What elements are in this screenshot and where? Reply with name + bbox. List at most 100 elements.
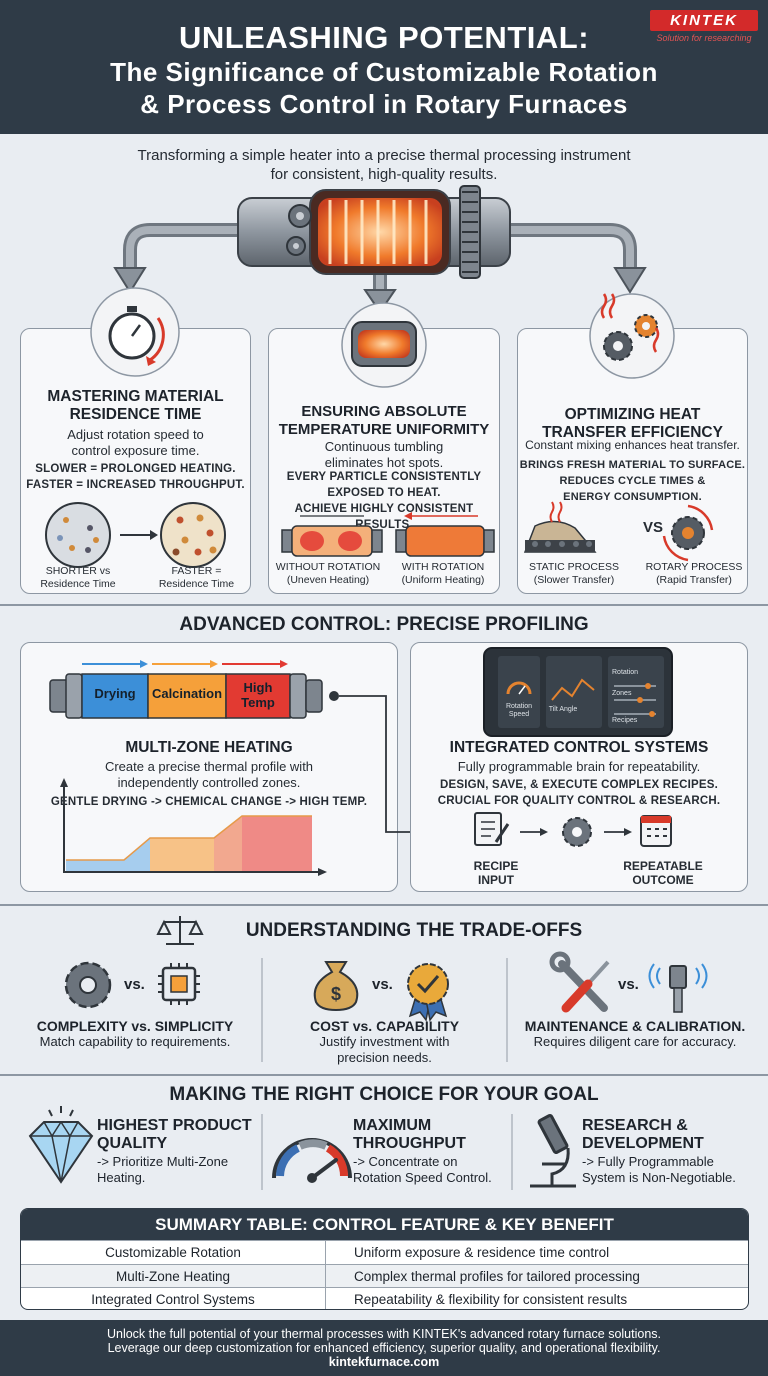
profile-ramp [214, 816, 242, 871]
card-title: MULTI-ZONE HEATING [125, 739, 293, 756]
summary-table: SUMMARY TABLE: CONTROL FEATURE & KEY BEN… [20, 1208, 749, 1310]
card-text: Create a precise thermal profile with in… [21, 759, 397, 791]
tradeoff-complexity: COMPLEXITY vs. SIMPLICITY Match capabili… [8, 1018, 262, 1050]
zone-label-high-temp: High Temp [241, 680, 275, 710]
caption-left: SHORTER vs Residence Time [33, 565, 123, 591]
header: UNLEASHING POTENTIAL: The Significance o… [0, 0, 768, 134]
scales-icon [156, 916, 204, 945]
card-bold-text: EVERY PARTICLE CONSISTENTLY EXPOSED TO H… [269, 469, 499, 533]
caption-left-line-2: Residence Time [40, 578, 116, 590]
card-text: Fully programmable brain for repeatabili… [457, 759, 701, 774]
caption-right-line-1: FASTER = [171, 565, 222, 577]
table-row: Multi-Zone Heating Complex thermal profi… [21, 1263, 748, 1287]
flow-right-line-1: REPEATABLE [623, 859, 703, 873]
card-text-line-1: Create a precise thermal profile with [104, 759, 314, 774]
caption-left: STATIC PROCESS (Slower Transfer) [524, 561, 624, 587]
caption-left-line-1: WITHOUT ROTATION [275, 561, 381, 573]
intro-text: Transforming a simple heater into a prec… [0, 146, 768, 184]
microchip-icon [158, 963, 200, 1005]
summary-table-title: SUMMARY TABLE: CONTROL FEATURE & KEY BEN… [21, 1209, 748, 1240]
zone-calcination [147, 673, 227, 719]
bold-line-1: SLOWER = PROLONGED HEATING. [35, 463, 236, 475]
caption-right-line-1: WITH ROTATION [401, 561, 485, 573]
caption-right-line-1: ROTARY PROCESS [645, 561, 743, 573]
goal-research-heading: RESEARCH & DEVELOPMENT [582, 1117, 704, 1153]
choice-title: MAKING THE RIGHT CHOICE FOR YOUR GOAL [169, 1084, 599, 1105]
table-row: Customizable Rotation Uniform exposure &… [21, 1240, 748, 1264]
flow-right-line-2: OUTCOME [632, 873, 694, 887]
bold-line-1: DESIGN, SAVE, & EXECUTE COMPLEX RECIPES. [439, 779, 719, 791]
rotary-process-icon [662, 504, 714, 562]
subtitle-line-1: The Significance of Customizable Rotatio… [110, 57, 658, 87]
caption-left-line-1: SHORTER vs [45, 565, 111, 577]
card-bold-text: BRINGS FRESH MATERIAL TO SURFACE. REDUCE… [518, 457, 747, 505]
table-cell-benefit: Complex thermal profiles for tailored pr… [354, 1268, 640, 1284]
goal-quality-heading: HIGHEST PRODUCT QUALITY [97, 1117, 252, 1153]
screen-label-tilt-angle: Tilt Angle [548, 706, 578, 713]
card-title: MASTERING MATERIAL RESIDENCE TIME [21, 388, 250, 424]
particle-slow-icon [45, 502, 111, 568]
card-bold-text: GENTLE DRYING -> CHEMICAL CHANGE -> HIGH… [50, 796, 368, 808]
caption-left: WITHOUT ROTATION (Uneven Heating) [273, 561, 383, 587]
tradeoff-title: MAINTENANCE & CALIBRATION. [524, 1018, 746, 1034]
wrench-screwdriver-icon [549, 951, 610, 1013]
tradeoffs-graphics: $ [64, 916, 708, 1062]
uniform-heating-tube-icon [395, 512, 495, 557]
table-row: Integrated Control Systems Repeatability… [21, 1287, 748, 1309]
page-subtitle: The Significance of Customizable Rotatio… [0, 56, 768, 120]
caption-right: ROTARY PROCESS (Rapid Transfer) [642, 561, 746, 587]
card-text: Constant mixing enhances heat transfer. [525, 438, 740, 452]
zone-label-calcination: Calcination [151, 686, 223, 701]
profile-drying [66, 838, 150, 871]
card-title-line-1: ENSURING ABSOLUTE [301, 403, 467, 420]
card-title-line-2: RESIDENCE TIME [69, 406, 202, 423]
table-cell-benefit: Uniform exposure & residence time contro… [354, 1245, 610, 1260]
tradeoff-text: Justify investment with [319, 1034, 450, 1049]
goal-text-line-2: Rotation Speed Control. [353, 1170, 492, 1185]
profile-high-temp [242, 816, 312, 871]
goal-heading-line-1: HIGHEST PRODUCT [97, 1117, 252, 1134]
tradeoffs-title: UNDERSTANDING THE TRADE-OFFS [245, 920, 583, 941]
tradeoff-title: COMPLEXITY vs. SIMPLICITY [36, 1018, 234, 1034]
kintek-logo[interactable]: KINTEK Solution for researching [650, 10, 758, 43]
goal-text-line-1: -> Concentrate on [353, 1154, 458, 1169]
card-title: ENSURING ABSOLUTE TEMPERATURE UNIFORMITY [269, 403, 499, 439]
bold-line-1: EVERY PARTICLE CONSISTENTLY [286, 471, 482, 483]
card-bold-text: SLOWER = PROLONGED HEATING. FASTER = INC… [21, 461, 250, 493]
bold-line-2: FASTER = INCREASED THROUGHPUT. [26, 479, 245, 491]
page-title: UNLEASHING POTENTIAL: [178, 20, 590, 55]
caption-left-line-2: (Uneven Heating) [286, 574, 370, 586]
section-divider [0, 1074, 768, 1076]
card3-graphics [523, 293, 714, 562]
card-text-line-2: independently controlled zones. [117, 775, 301, 790]
profile-calcination [150, 838, 214, 871]
card-title: OPTIMIZING HEAT TRANSFER EFFICIENCY [518, 406, 747, 442]
card-title-line-1: MASTERING MATERIAL [47, 388, 224, 405]
card-title-line-1: OPTIMIZING HEAT [564, 406, 701, 423]
static-process-icon [523, 501, 597, 553]
caption-right: FASTER = Residence Time [149, 565, 244, 591]
goal-text-line-2: System is Non-Negotiable. [582, 1170, 736, 1185]
control-panel-graphics [474, 647, 673, 847]
zone-label-drying: Drying [94, 686, 136, 701]
table-cell-feature: Multi-Zone Heating [21, 1264, 326, 1287]
tradeoff-title: COST vs. CAPABILITY [309, 1018, 460, 1034]
dollar-sign: $ [331, 984, 341, 1004]
footer-website-link[interactable]: kintekfurnace.com [328, 1355, 440, 1369]
hero-furnace-graphic [113, 185, 647, 314]
card-title: INTEGRATED CONTROL SYSTEMS [449, 739, 709, 756]
table-cell-feature: Integrated Control Systems [21, 1288, 326, 1309]
arrow-right-icon [613, 267, 647, 294]
vs-label: vs. [372, 976, 393, 993]
tradeoff-text-2: precision needs. [337, 1050, 432, 1065]
caption-right-line-2: (Uniform Heating) [401, 574, 485, 586]
card-text: Adjust rotation speed to control exposur… [21, 427, 250, 459]
speedometer-gauge-icon [272, 1138, 352, 1183]
arrow-left-icon [113, 267, 147, 294]
goal-text-line-1: -> Fully Programmable [582, 1154, 714, 1169]
table-cell-feature: Customizable Rotation [21, 1241, 326, 1264]
goal-text-line-2: Heating. [97, 1170, 146, 1185]
footer: Unlock the full potential of your therma… [0, 1320, 768, 1376]
flow-left-line-2: INPUT [478, 873, 514, 887]
